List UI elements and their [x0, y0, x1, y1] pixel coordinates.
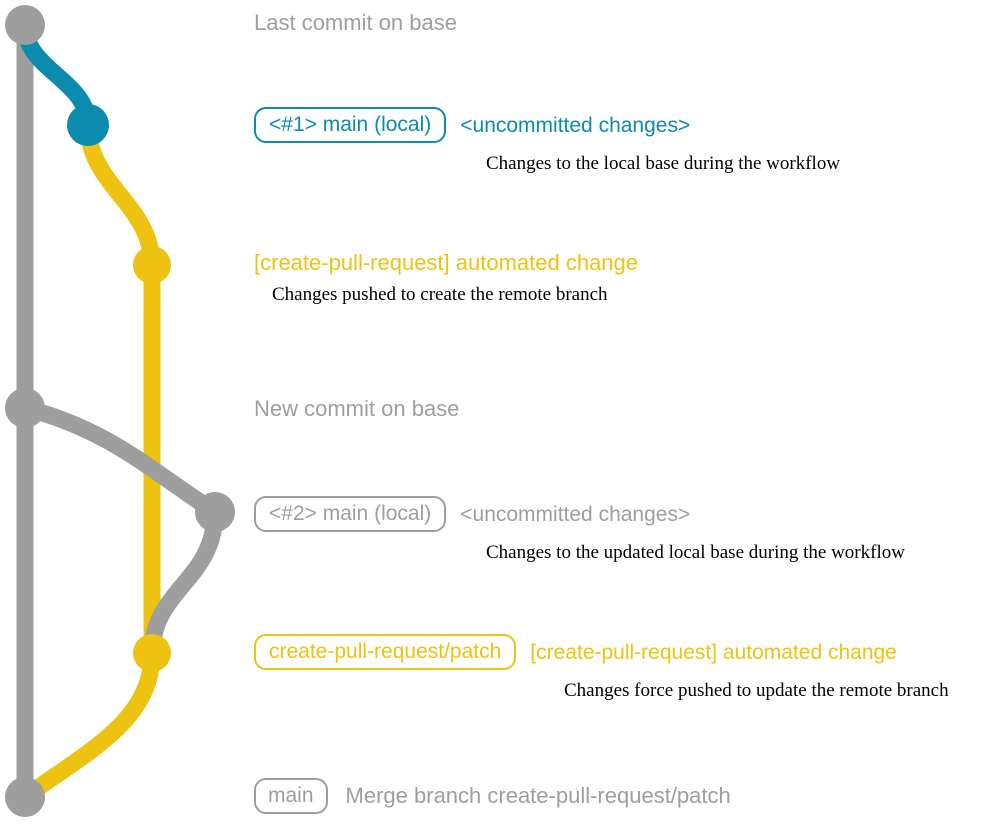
commit-note-local-2: Changes to the updated local base during…: [486, 542, 905, 563]
commit-subject-base-last: Last commit on base: [254, 10, 457, 35]
commit-note-patch-1: Changes pushed to create the remote bran…: [272, 284, 608, 305]
commit-note-local-1: Changes to the local base during the wor…: [486, 153, 841, 174]
commit-row-head: main Merge branch create-pull-request/pa…: [254, 778, 731, 814]
commit-subject-local-1: <uncommitted changes>: [460, 113, 691, 137]
commit-subject-merge: Merge branch create-pull-request/patch: [345, 783, 731, 808]
commit-row-local-1: <#1> main (local) <uncommitted changes> …: [254, 107, 840, 173]
commit-row-merge: main Merge branch create-pull-request/pa…: [254, 778, 731, 814]
commit-row-local-2: <#2> main (local) <uncommitted changes> …: [254, 496, 905, 562]
commit-row-head: [create-pull-request] automated change: [254, 252, 638, 274]
commit-subject-patch-2: [create-pull-request] automated change: [530, 640, 897, 664]
commit-row-head: <#1> main (local) <uncommitted changes>: [254, 107, 840, 143]
branch-badge-local-2[interactable]: <#2> main (local): [254, 496, 447, 532]
commit-row-head: Last commit on base: [254, 12, 457, 34]
commit-note-patch-2: Changes force pushed to update the remot…: [564, 680, 949, 701]
commit-row-head: New commit on base: [254, 398, 459, 420]
branch-badge-local-1[interactable]: <#1> main (local): [254, 107, 447, 143]
branch-badge-main[interactable]: main: [254, 778, 328, 814]
commit-row-head: <#2> main (local) <uncommitted changes>: [254, 496, 905, 532]
commit-row-base-new: New commit on base: [254, 398, 459, 420]
commit-subject-base-new: New commit on base: [254, 396, 460, 421]
commit-subject-patch-1: [create-pull-request] automated change: [254, 250, 639, 275]
branch-badge-patch-2[interactable]: create-pull-request/patch: [254, 634, 517, 670]
commit-row-patch-2: create-pull-request/patch [create-pull-r…: [254, 634, 949, 700]
commit-row-base-last: Last commit on base: [254, 12, 457, 34]
commit-subject-local-2: <uncommitted changes>: [460, 502, 691, 526]
commit-row-head: create-pull-request/patch [create-pull-r…: [254, 634, 949, 670]
commit-row-patch-1: [create-pull-request] automated change C…: [254, 252, 638, 305]
